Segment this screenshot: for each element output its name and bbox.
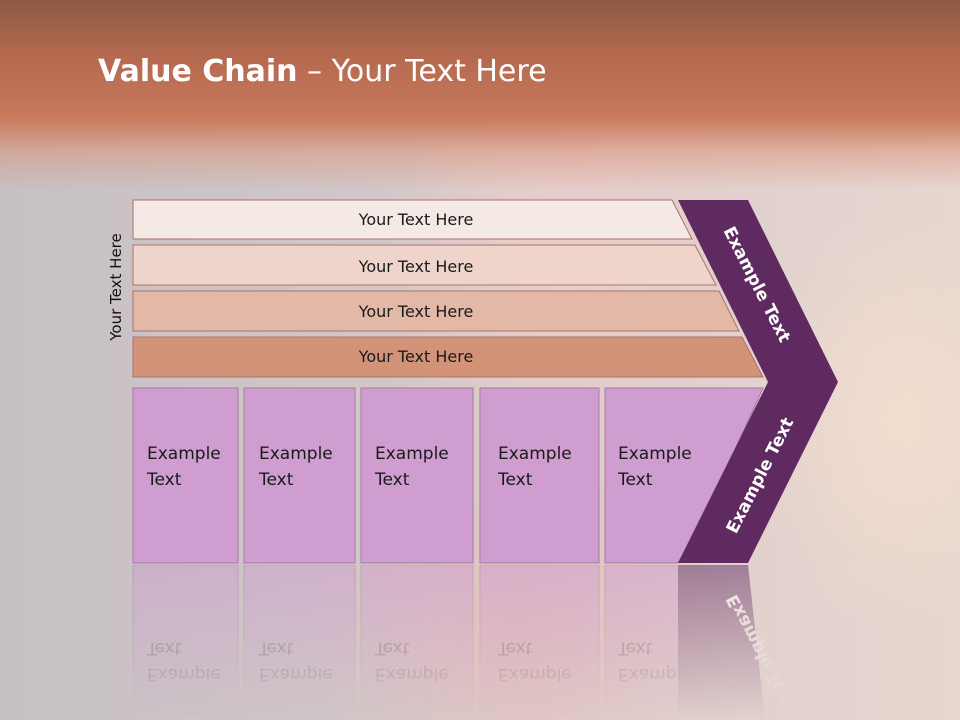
bar-label-1: Your Text Here [358,210,474,229]
column-label-1a: Example [147,444,221,464]
reflection-label-3b: Text [374,638,410,658]
reflection-label-1a: Example [147,664,221,684]
column-label-1b: Text [146,470,182,490]
reflection-label-2b: Text [258,638,294,658]
diagram-reflection: Example Text Example Text Example Text E… [132,564,798,720]
bar-2 [132,244,717,286]
bar-4 [132,336,764,378]
reflection-label-3a: Example [375,664,449,684]
column-label-5b: Text [617,470,653,490]
reflection-label-1b: Text [146,638,182,658]
bar-3 [132,290,740,332]
title-band [0,0,960,190]
reflection-label-5a: Example [618,664,692,684]
bar-label-2: Your Text Here [358,257,474,276]
column-label-4a: Example [498,444,572,464]
column-4 [479,387,600,564]
column-2 [243,387,356,564]
slide-title: Value Chain – Your Text Here [98,54,547,89]
column-3 [360,387,474,564]
column-label-2a: Example [259,444,333,464]
column-label-3a: Example [375,444,449,464]
column-label-2b: Text [258,470,294,490]
bar-1 [132,199,693,240]
bar-label-4: Your Text Here [358,347,474,366]
column-label-4b: Text [497,470,533,490]
column-label-5a: Example [618,444,692,464]
reflection-label-4b: Text [497,638,533,658]
column-1 [132,387,239,564]
reflection-label-4a: Example [498,664,572,684]
reflection-label-5b: Text [617,638,653,658]
chevron-arrow [678,200,838,563]
bar-label-3: Your Text Here [358,302,474,321]
reflection-label-2a: Example [259,664,333,684]
column-label-3b: Text [374,470,410,490]
